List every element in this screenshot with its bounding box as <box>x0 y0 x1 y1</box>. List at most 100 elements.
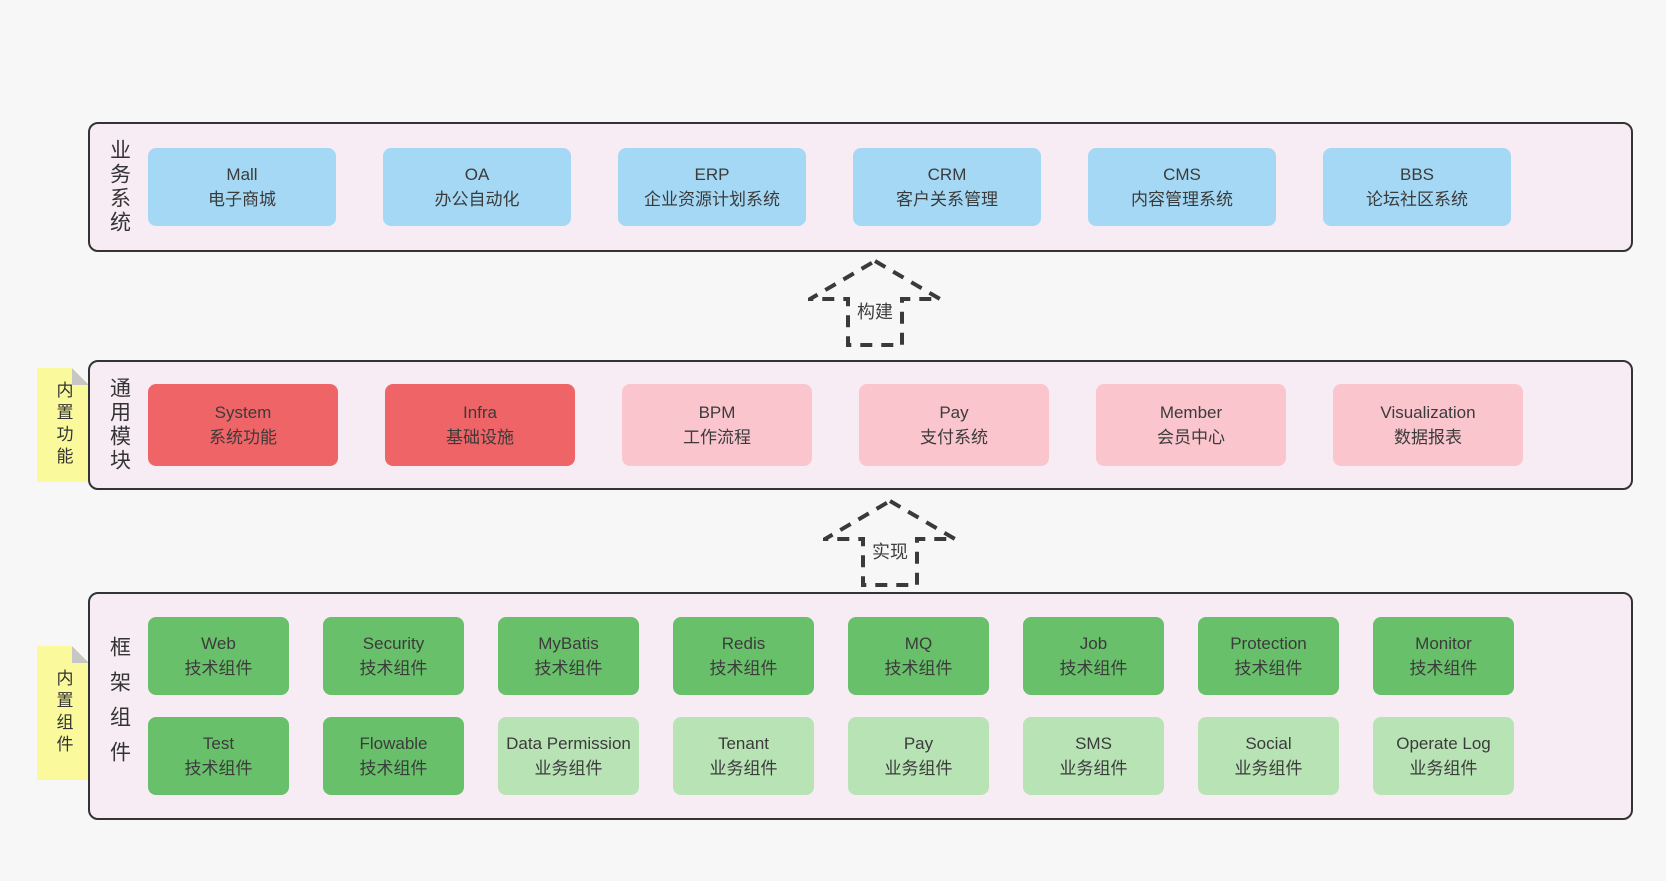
box-title: Operate Log <box>1396 734 1491 753</box>
box-visualization: Visualization 数据报表 <box>1333 384 1523 466</box>
box-subtitle: 技术组件 <box>709 659 778 678</box>
box-subtitle: 企业资源计划系统 <box>644 190 780 209</box>
band-common-modules: 通用模块 System 系统功能 Infra 基础设施 BPM 工作流程 Pay… <box>88 360 1633 490</box>
box-title: Pay <box>939 403 969 422</box>
build-arrow-label: 构建 <box>853 298 897 324</box>
framework-components-row-1: Web 技术组件 Security 技术组件 MyBatis 技术组件 Redi… <box>148 617 1631 695</box>
box-title: Flowable <box>359 734 428 753</box>
box-social: Social 业务组件 <box>1198 717 1339 795</box>
box-title: MQ <box>904 634 933 653</box>
box-erp: ERP 企业资源计划系统 <box>618 148 806 226</box>
box-title: Infra <box>462 403 498 422</box>
box-web: Web 技术组件 <box>148 617 289 695</box>
box-subtitle: 业务组件 <box>1234 759 1303 778</box>
box-subtitle: 技术组件 <box>534 659 603 678</box>
box-subtitle: 技术组件 <box>359 659 428 678</box>
box-subtitle: 论坛社区系统 <box>1366 190 1468 209</box>
box-subtitle: 技术组件 <box>1059 659 1128 678</box>
framework-components-rows: Web 技术组件 Security 技术组件 MyBatis 技术组件 Redi… <box>148 594 1631 818</box>
box-title: BPM <box>698 403 736 422</box>
band-framework-components: 框架组件 Web 技术组件 Security 技术组件 MyBatis 技术组件… <box>88 592 1633 820</box>
sticky-note-text: 内置组件 <box>53 669 73 757</box>
box-system: System 系统功能 <box>148 384 338 466</box>
box-subtitle: 业务组件 <box>1059 759 1128 778</box>
sticky-note-text: 内置功能 <box>53 381 73 469</box>
box-operate-log: Operate Log 业务组件 <box>1373 717 1514 795</box>
band-business-systems: 业务系统 Mall 电子商城 OA 办公自动化 ERP 企业资源计划系统 CRM… <box>88 122 1633 252</box>
box-monitor: Monitor 技术组件 <box>1373 617 1514 695</box>
band-label-text: 通用模块 <box>107 377 131 473</box>
build-arrow: 构建 <box>808 258 942 348</box>
box-subtitle: 客户关系管理 <box>896 190 998 209</box>
implement-arrow-label: 实现 <box>868 538 912 564</box>
box-title: CMS <box>1163 165 1201 184</box>
box-title: Visualization <box>1380 403 1476 422</box>
box-sms: SMS 业务组件 <box>1023 717 1164 795</box>
box-title: SMS <box>1075 734 1112 753</box>
box-title: Security <box>362 634 425 653</box>
box-pay-component: Pay 业务组件 <box>848 717 989 795</box>
band-label-common-modules: 通用模块 <box>90 362 148 488</box>
business-systems-row: Mall 电子商城 OA 办公自动化 ERP 企业资源计划系统 CRM 客户关系… <box>148 124 1631 250</box>
box-subtitle: 业务组件 <box>534 759 603 778</box>
box-title: MyBatis <box>538 634 599 653</box>
box-subtitle: 技术组件 <box>359 759 428 778</box>
box-title: BBS <box>1399 165 1435 184</box>
box-bpm: BPM 工作流程 <box>622 384 812 466</box>
box-mq: MQ 技术组件 <box>848 617 989 695</box>
box-title: Mall <box>226 165 258 184</box>
implement-arrow: 实现 <box>823 498 957 588</box>
box-data-permission: Data Permission 业务组件 <box>498 717 639 795</box>
box-protection: Protection 技术组件 <box>1198 617 1339 695</box>
box-test: Test 技术组件 <box>148 717 289 795</box>
box-mall: Mall 电子商城 <box>148 148 336 226</box>
box-pay: Pay 支付系统 <box>859 384 1049 466</box>
sticky-note-builtin-features: 内置功能 <box>37 368 89 482</box>
box-subtitle: 工作流程 <box>683 428 751 447</box>
box-subtitle: 基础设施 <box>446 428 514 447</box>
box-crm: CRM 客户关系管理 <box>853 148 1041 226</box>
band-label-business-systems: 业务系统 <box>90 124 148 250</box>
box-subtitle: 技术组件 <box>1234 659 1303 678</box>
box-title: Protection <box>1230 634 1307 653</box>
box-bbs: BBS 论坛社区系统 <box>1323 148 1511 226</box>
box-subtitle: 技术组件 <box>184 659 253 678</box>
box-title: Pay <box>903 734 934 753</box>
box-title: Data Permission <box>506 734 631 753</box>
box-title: Redis <box>721 634 766 653</box>
box-subtitle: 办公自动化 <box>434 190 520 209</box>
box-title: CRM <box>927 165 967 184</box>
box-title: Monitor <box>1415 634 1472 653</box>
box-title: Member <box>1159 403 1223 422</box>
box-cms: CMS 内容管理系统 <box>1088 148 1276 226</box>
box-subtitle: 电子商城 <box>208 190 276 209</box>
band-label-text: 业务系统 <box>107 139 131 235</box>
box-subtitle: 业务组件 <box>709 759 778 778</box>
box-title: Test <box>202 734 235 753</box>
box-member: Member 会员中心 <box>1096 384 1286 466</box>
box-security: Security 技术组件 <box>323 617 464 695</box>
box-subtitle: 业务组件 <box>1409 759 1478 778</box>
box-subtitle: 业务组件 <box>884 759 953 778</box>
box-redis: Redis 技术组件 <box>673 617 814 695</box>
box-subtitle: 技术组件 <box>884 659 953 678</box>
band-label-text: 框架组件 <box>107 636 131 776</box>
box-title: Web <box>201 634 236 653</box>
box-job: Job 技术组件 <box>1023 617 1164 695</box>
box-title: ERP <box>694 165 730 184</box>
box-subtitle: 技术组件 <box>1409 659 1478 678</box>
box-subtitle: 系统功能 <box>209 428 277 447</box>
box-subtitle: 内容管理系统 <box>1131 190 1233 209</box>
box-title: OA <box>464 165 490 184</box>
box-infra: Infra 基础设施 <box>385 384 575 466</box>
box-tenant: Tenant 业务组件 <box>673 717 814 795</box>
box-title: Tenant <box>717 734 770 753</box>
sticky-note-builtin-components: 内置组件 <box>37 646 89 780</box>
box-title: Social <box>1245 734 1292 753</box>
common-modules-row: System 系统功能 Infra 基础设施 BPM 工作流程 Pay 支付系统… <box>148 362 1631 488</box>
box-subtitle: 技术组件 <box>184 759 253 778</box>
band-label-framework-components: 框架组件 <box>90 594 148 818</box>
box-subtitle: 数据报表 <box>1394 428 1462 447</box>
box-subtitle: 支付系统 <box>920 428 988 447</box>
box-flowable: Flowable 技术组件 <box>323 717 464 795</box>
